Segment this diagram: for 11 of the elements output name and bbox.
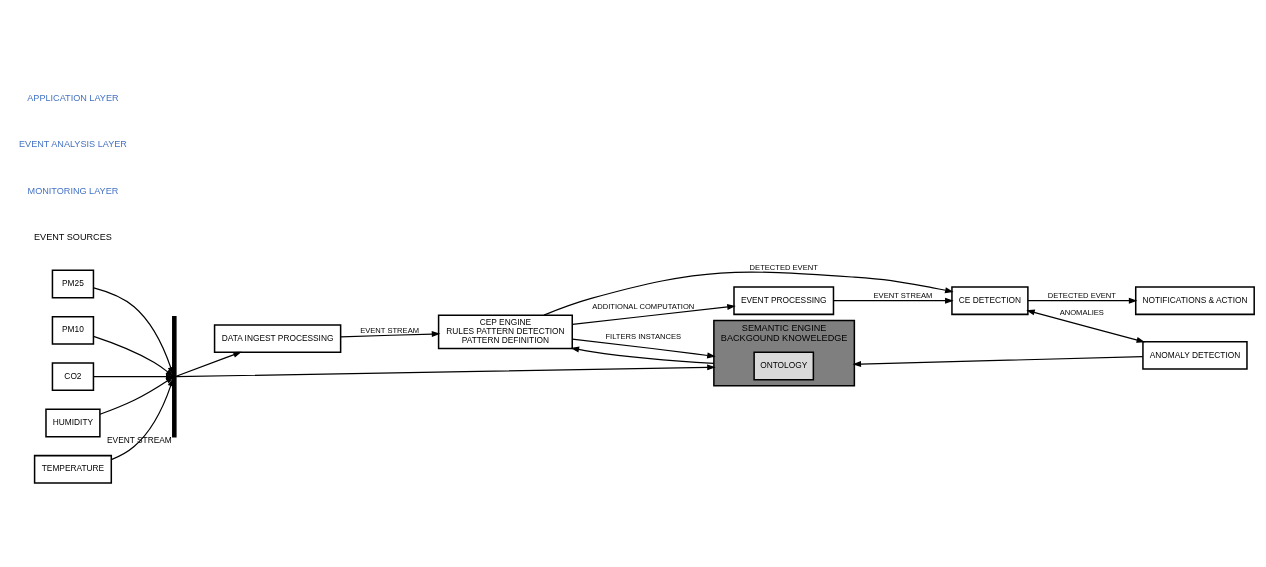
edge-label: EVENT STREAM — [873, 290, 933, 300]
label: EVENT SOURCES — [34, 231, 112, 242]
edge-label: DETECTED EVENT — [749, 262, 818, 272]
edge-label: EVENT STREAM — [360, 325, 420, 335]
label: APPLICATION LAYER — [27, 92, 119, 103]
label: MONITORING LAYER — [27, 185, 119, 196]
label: EVENT ANALYSIS LAYER — [19, 138, 127, 149]
edge-label: ANOMALIES — [1059, 307, 1104, 317]
edge-label: ADDITIONAL COMPUTATION — [592, 301, 695, 311]
edge-label: DETECTED EVENT — [1047, 290, 1116, 300]
edge-label: FILTERS INSTANCES — [605, 331, 682, 341]
